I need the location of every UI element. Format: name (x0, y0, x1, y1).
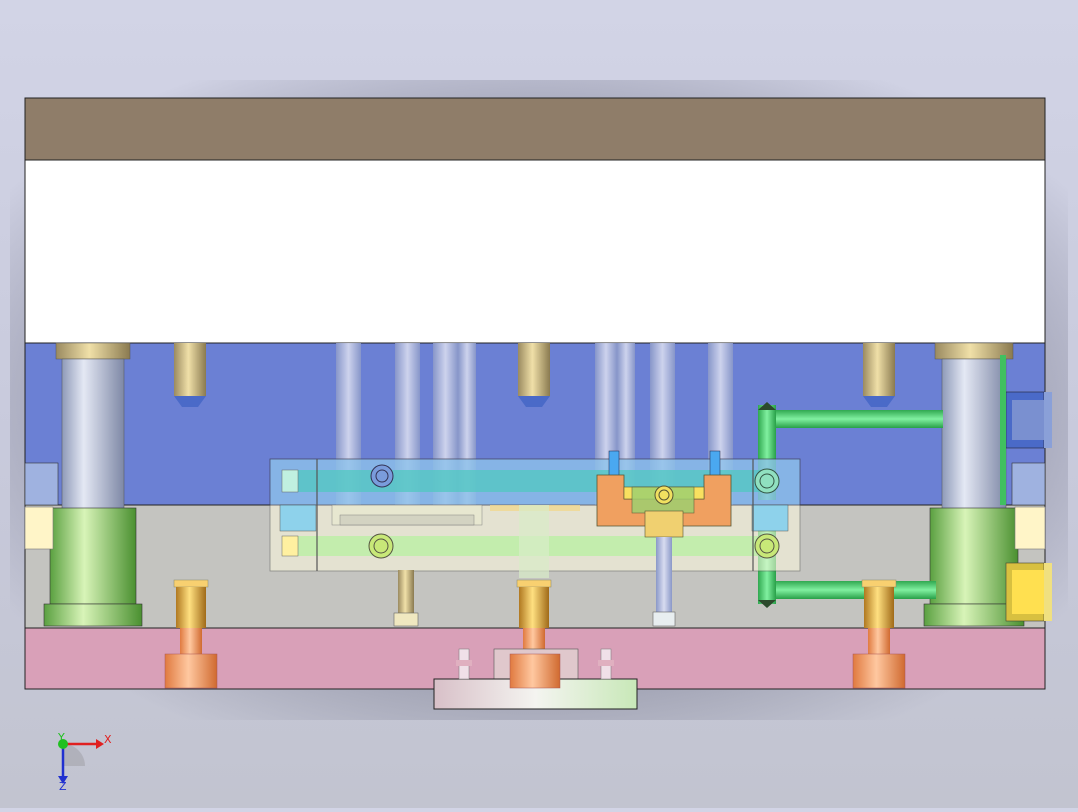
guide-pillar-left[interactable] (43, 342, 143, 627)
dowel-pin-center[interactable] (518, 343, 550, 407)
locating-ring[interactable] (433, 648, 638, 710)
ring-screw-left[interactable] (456, 648, 472, 680)
insert-cooling-channel-upper[interactable] (296, 470, 766, 492)
screw-head[interactable] (754, 533, 780, 559)
y-axis-icon (58, 739, 68, 749)
guide-pillar-right[interactable] (923, 342, 1025, 627)
slider-block-assembly[interactable] (596, 450, 732, 538)
screw-head[interactable] (368, 533, 394, 559)
slider-guide-pin[interactable] (656, 537, 672, 612)
cooling-fitting-upper[interactable] (1005, 391, 1052, 449)
cooling-fitting-lower[interactable] (1005, 562, 1052, 622)
x-axis-label: X (104, 733, 112, 746)
guide-bush-right[interactable] (929, 507, 1019, 605)
a-plate[interactable] (24, 159, 1046, 344)
z-axis-label: Z (59, 780, 67, 793)
ring-screw-right[interactable] (598, 648, 614, 680)
side-lock-left-lower[interactable] (24, 506, 54, 550)
side-lock-right-lower[interactable] (1014, 506, 1046, 550)
dowel-pin-left[interactable] (174, 343, 206, 407)
core-pin[interactable] (398, 570, 414, 614)
side-lock-left-upper[interactable] (24, 462, 59, 506)
side-lock-right-upper[interactable] (1011, 462, 1046, 506)
screw-head[interactable] (754, 468, 780, 494)
sprue-bushing[interactable] (519, 505, 549, 578)
return-pin-right[interactable] (852, 579, 906, 689)
orientation-triad[interactable]: X Y Z (57, 731, 112, 793)
return-pin-center[interactable] (516, 579, 552, 654)
dowel-pins (174, 343, 895, 407)
screw-head[interactable] (370, 464, 394, 488)
dowel-pin-right[interactable] (863, 343, 895, 407)
return-pin-left[interactable] (164, 579, 218, 689)
guide-bush-left[interactable] (49, 507, 137, 605)
top-clamp-plate[interactable] (24, 97, 1046, 161)
y-axis-label: Y (57, 731, 65, 744)
